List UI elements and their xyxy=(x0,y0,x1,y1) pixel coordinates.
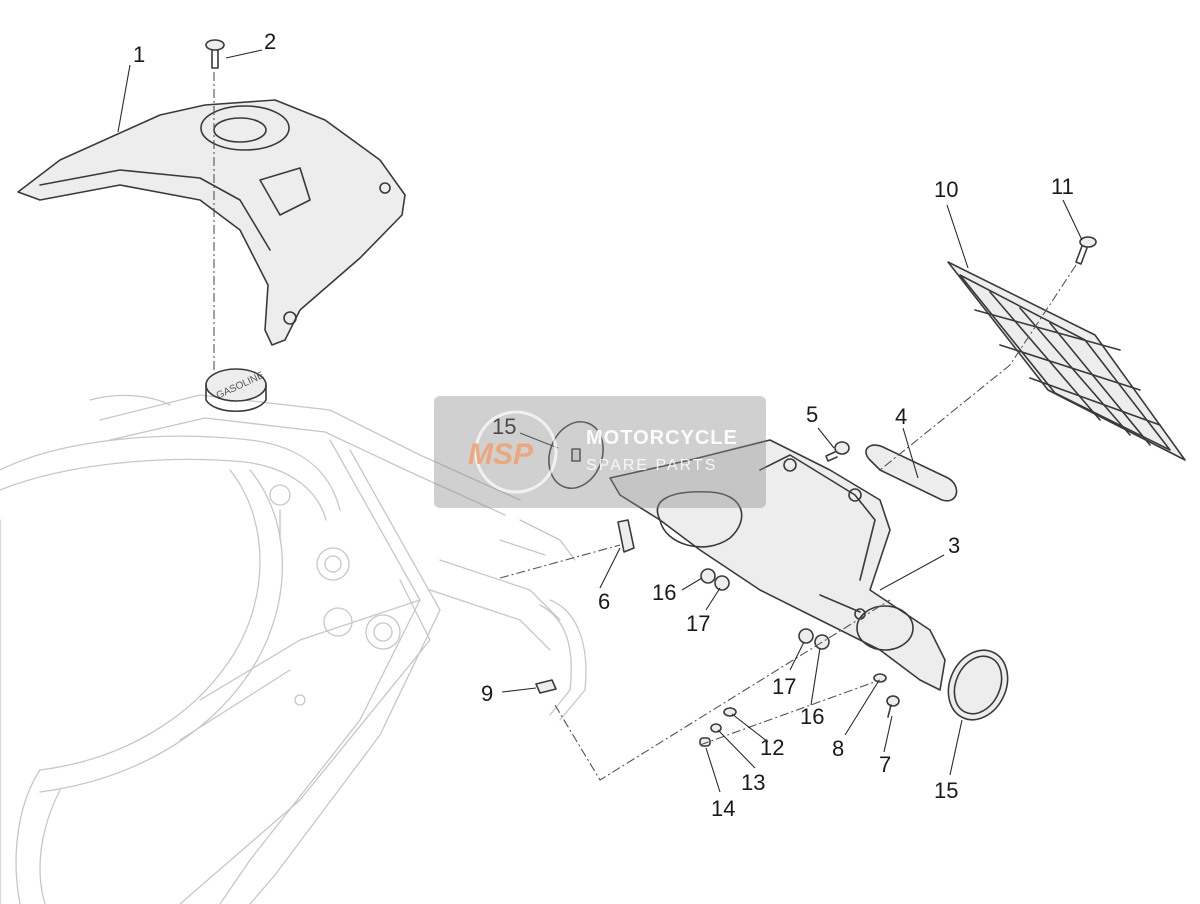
callout-12: 12 xyxy=(760,735,784,760)
callout-15-right: 15 xyxy=(934,778,958,803)
part-10-plate-holder xyxy=(947,261,1186,461)
callout-10: 10 xyxy=(934,177,958,202)
part-5-bolt xyxy=(825,441,850,462)
assembly-axes xyxy=(213,72,1077,781)
watermark-globe-icon xyxy=(474,410,558,494)
callout-1: 1 xyxy=(133,42,145,67)
watermark-line1: MOTORCYCLE xyxy=(586,427,738,449)
part-7-screw xyxy=(886,695,900,718)
hardware-washers xyxy=(699,568,887,747)
callout-17-right: 17 xyxy=(772,674,796,699)
callout-7: 7 xyxy=(879,752,891,777)
callout-11: 11 xyxy=(1051,174,1074,199)
part-6-clip xyxy=(617,519,635,553)
callout-17-left: 17 xyxy=(686,611,710,636)
part-11-screw xyxy=(1075,236,1097,265)
callout-6: 6 xyxy=(598,589,610,614)
watermark-logo: MSP xyxy=(468,438,534,471)
callout-8: 8 xyxy=(832,736,844,761)
callout-2: 2 xyxy=(264,29,276,54)
callout-4: 4 xyxy=(895,404,907,429)
leader-lines xyxy=(117,49,1083,793)
watermark: MSP MOTORCYCLE SPARE PARTS xyxy=(434,396,766,508)
watermark-line2: SPARE PARTS xyxy=(586,457,717,474)
scooter-frame: GASOLINE xyxy=(0,368,587,904)
watermark-box xyxy=(434,396,766,508)
callout-9: 9 xyxy=(481,681,493,706)
part-15-disc-left xyxy=(548,421,604,489)
callout-14: 14 xyxy=(711,796,735,821)
part-15-disc-right xyxy=(947,649,1009,721)
part-9-clip xyxy=(535,679,557,694)
callout-16-right: 16 xyxy=(800,704,824,729)
callout-3: 3 xyxy=(948,533,960,558)
callout-16-left: 16 xyxy=(652,580,676,605)
part-1-cover xyxy=(17,99,406,346)
part-4-reflector xyxy=(865,444,958,502)
part-3-bracket xyxy=(609,439,946,691)
callout-5: 5 xyxy=(806,402,818,427)
part-2-screw xyxy=(205,39,225,69)
callout-13: 13 xyxy=(741,770,765,795)
